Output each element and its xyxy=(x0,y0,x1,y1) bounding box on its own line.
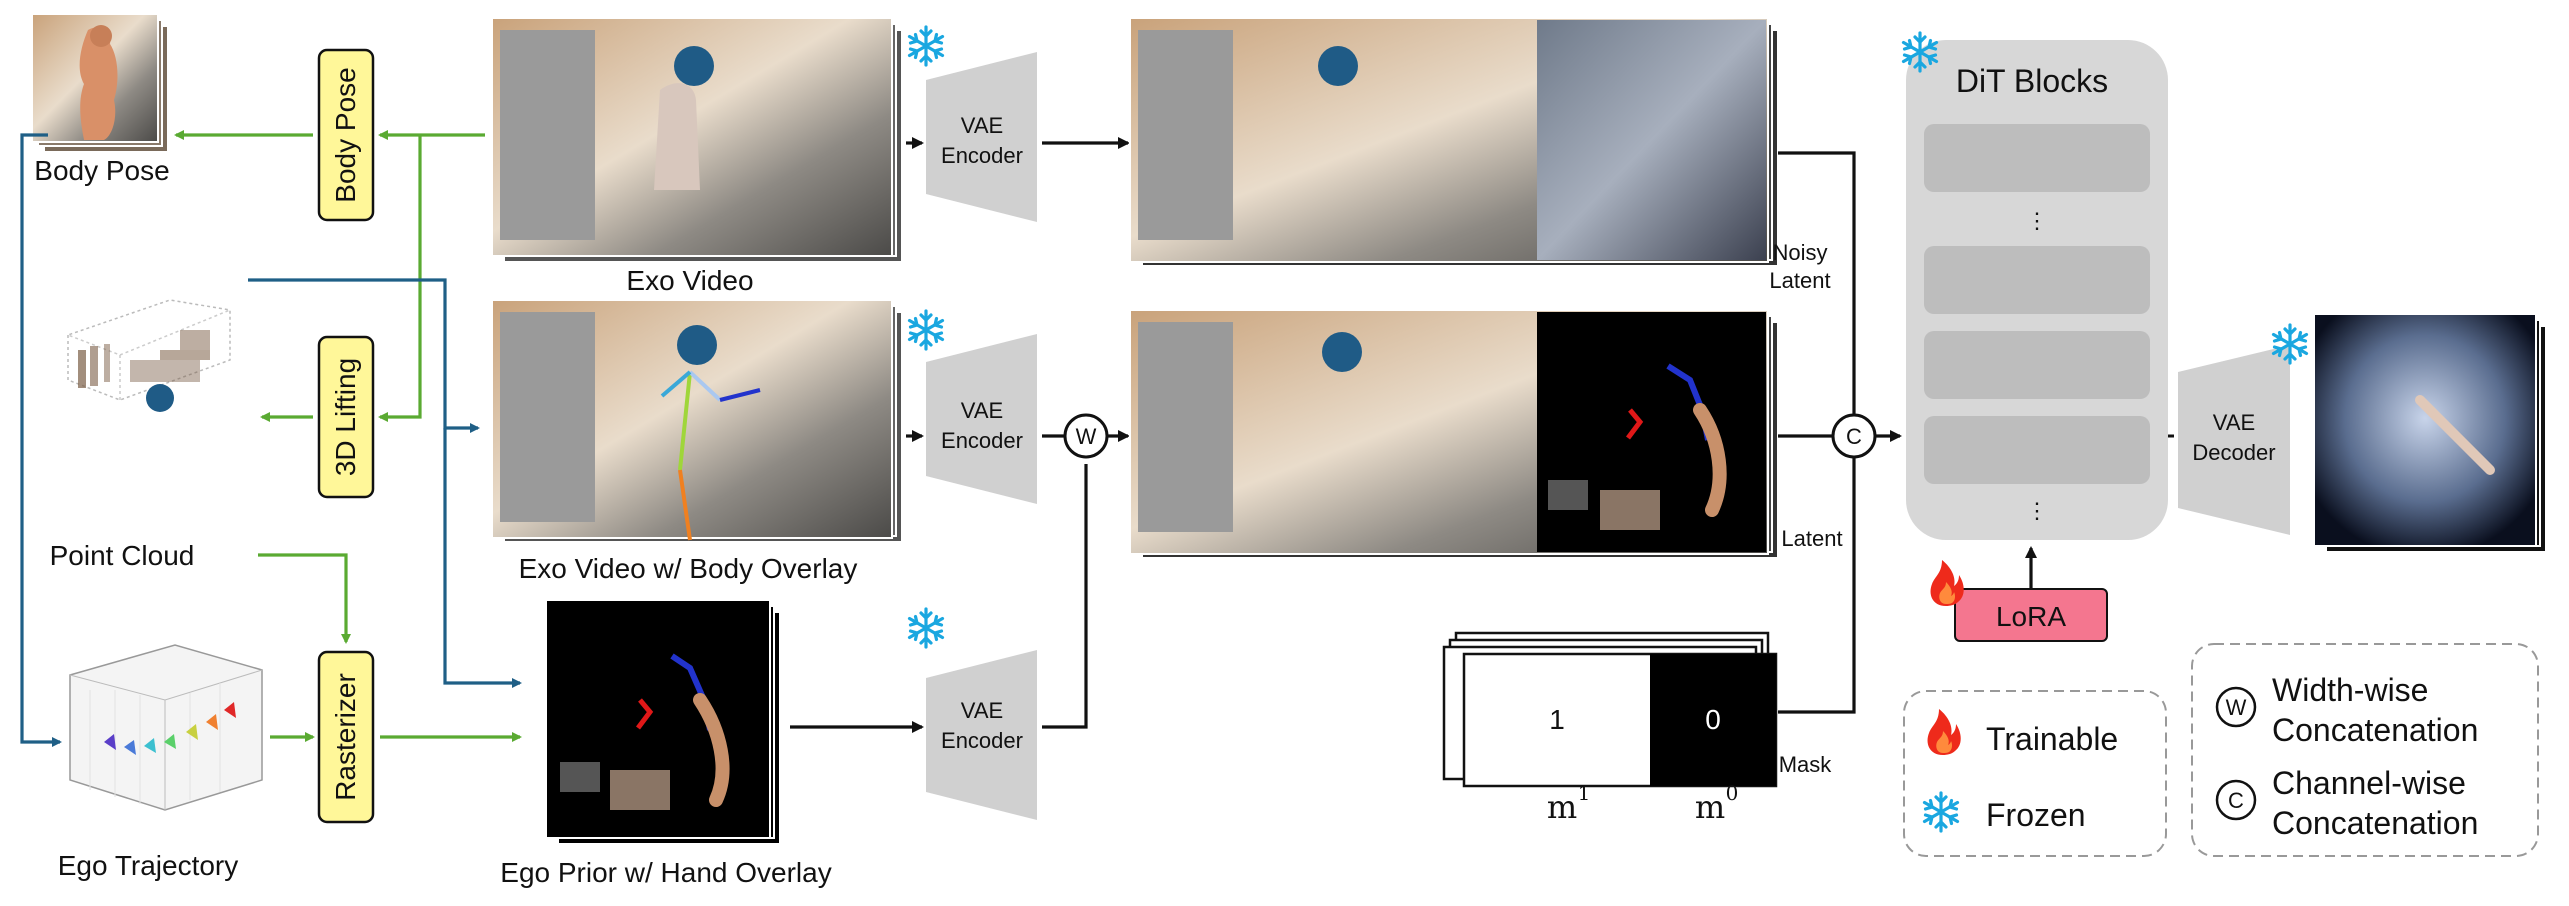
svg-text:1: 1 xyxy=(1549,704,1565,735)
svg-text:0: 0 xyxy=(1705,704,1721,735)
point-cloud-image xyxy=(67,299,231,412)
ego-trajectory-label: Ego Trajectory xyxy=(58,850,239,881)
svg-text:Concatenation: Concatenation xyxy=(2272,805,2478,841)
body-pose-op: Body Pose xyxy=(317,48,375,222)
green-arrows xyxy=(174,130,522,742)
legend-concatenation: W Width-wise Concatenation C Channel-wis… xyxy=(2191,643,2539,857)
blue-arrows xyxy=(20,133,522,747)
svg-text:Concatenation: Concatenation xyxy=(2272,712,2478,748)
svg-text:Trainable: Trainable xyxy=(1986,721,2118,757)
exo-video-label: Exo Video xyxy=(626,265,753,296)
dit-block xyxy=(1924,416,2150,484)
dit-blocks-panel: DiT Blocks ⋮ ⋮ xyxy=(1906,40,2168,540)
svg-text:C: C xyxy=(2228,788,2244,813)
exo-overlay-image xyxy=(491,299,903,543)
width-concat-op: W xyxy=(1063,413,1109,459)
svg-text:VAE: VAE xyxy=(2213,410,2255,435)
snowflake-icon xyxy=(907,25,945,67)
dit-title: DiT Blocks xyxy=(1956,63,2108,99)
ego-trajectory-plot xyxy=(69,644,263,811)
vae-decoder: VAE Decoder xyxy=(2178,345,2290,535)
ego-output-image xyxy=(2313,313,2547,553)
vae-encoder-2: VAE Encoder xyxy=(926,334,1037,504)
vae-encoder-1: VAE Encoder xyxy=(926,52,1037,222)
black-arrows xyxy=(790,137,1130,733)
body-pose-image xyxy=(31,13,169,153)
fire-icon xyxy=(1930,560,1964,606)
vae-encoder-3: VAE Encoder xyxy=(926,650,1037,820)
svg-text:⋮: ⋮ xyxy=(2026,498,2048,523)
dit-block xyxy=(1924,246,2150,314)
svg-text:Channel-wise: Channel-wise xyxy=(2272,765,2466,801)
ego-prior-image xyxy=(545,599,781,845)
dit-block xyxy=(1924,331,2150,399)
latent-label: Latent xyxy=(1781,526,1842,551)
svg-text:Encoder: Encoder xyxy=(941,428,1023,453)
svg-text:Width-wise: Width-wise xyxy=(2272,672,2428,708)
exo-video-image xyxy=(491,17,903,263)
svg-text:W: W xyxy=(2226,695,2247,720)
noisy-latent-label-1: Noisy xyxy=(1772,240,1827,265)
ego-prior-label: Ego Prior w/ Hand Overlay xyxy=(500,857,831,888)
svg-text:VAE: VAE xyxy=(961,113,1003,138)
svg-text:W: W xyxy=(1076,424,1097,449)
svg-text:m: m xyxy=(1547,788,1577,826)
legend-trainable-frozen: Trainable Frozen xyxy=(1903,690,2167,857)
mask-image: 1 0 xyxy=(1442,631,1778,788)
latent-image xyxy=(1129,309,1779,559)
m1-label: m 1 xyxy=(1547,781,1591,826)
point-cloud-label: Point Cloud xyxy=(50,540,195,571)
body-pose-label: Body Pose xyxy=(34,155,169,186)
svg-text:Body Pose: Body Pose xyxy=(330,67,361,202)
noisy-latent-label-2: Latent xyxy=(1769,268,1830,293)
svg-text:0: 0 xyxy=(1726,781,1739,805)
rasterizer-op: Rasterizer xyxy=(317,650,375,824)
3d-lifting-op: 3D Lifting xyxy=(317,335,375,499)
svg-text:LoRA: LoRA xyxy=(1996,601,2066,632)
channel-concat-op: C xyxy=(1831,413,1877,459)
snowflake-icon xyxy=(907,607,945,649)
svg-text:VAE: VAE xyxy=(961,398,1003,423)
svg-text:Encoder: Encoder xyxy=(941,143,1023,168)
svg-text:Encoder: Encoder xyxy=(941,728,1023,753)
svg-text:Decoder: Decoder xyxy=(2192,440,2275,465)
svg-text:⋮: ⋮ xyxy=(2026,208,2048,233)
concat-lines xyxy=(1778,151,1902,714)
lora-box: LoRA xyxy=(1954,588,2108,642)
svg-text:Rasterizer: Rasterizer xyxy=(330,673,361,801)
m0-label: m 0 xyxy=(1695,781,1739,826)
exo-overlay-label: Exo Video w/ Body Overlay xyxy=(519,553,858,584)
snowflake-icon xyxy=(907,309,945,351)
svg-text:3D Lifting: 3D Lifting xyxy=(330,358,361,476)
svg-text:C: C xyxy=(1846,424,1862,449)
dit-block xyxy=(1924,124,2150,192)
svg-text:VAE: VAE xyxy=(961,698,1003,723)
noisy-latent-image xyxy=(1129,17,1779,267)
svg-text:Frozen: Frozen xyxy=(1986,797,2086,833)
svg-text:1: 1 xyxy=(1578,781,1591,805)
mask-label: Mask xyxy=(1779,752,1833,777)
svg-text:m: m xyxy=(1695,788,1725,826)
